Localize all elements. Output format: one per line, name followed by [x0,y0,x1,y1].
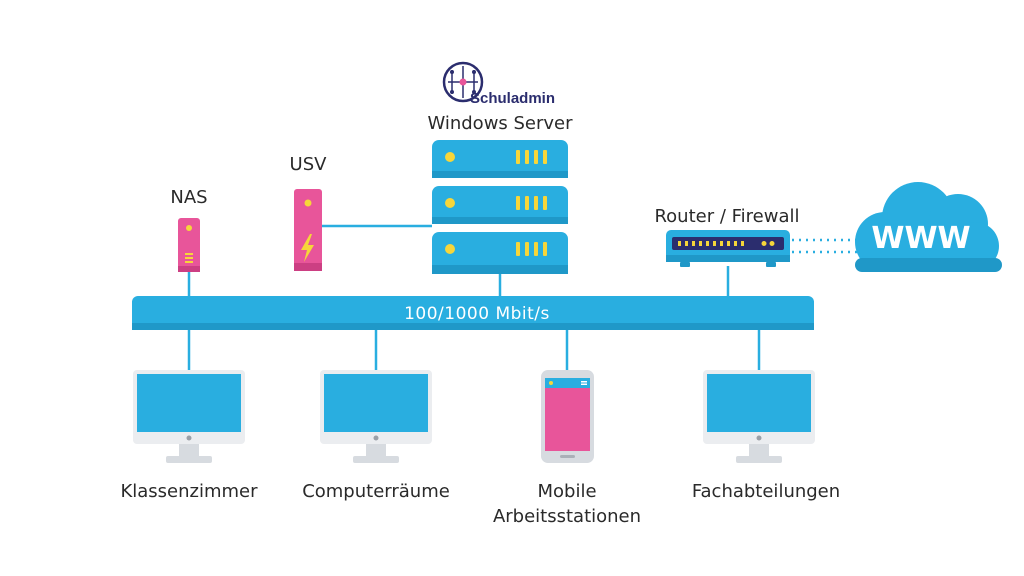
client-klassenzimmer: Klassenzimmer [120,370,258,502]
internet-label: WWW [871,221,970,256]
client-computerraeume: Computerräume [302,370,450,502]
client-label-line2: Arbeitsstationen [493,506,641,527]
logo-text: Schuladmin [470,90,555,107]
server-label: Windows Server [427,113,573,134]
client-fachabteilungen: Fachabteilungen [692,370,840,502]
router-label: Router / Firewall [654,206,799,227]
server-stack-icon [432,140,568,274]
internet-links [792,238,862,254]
client-label-line1: Mobile [537,481,596,502]
nas-icon [178,218,200,272]
circuit-logo-icon [442,61,484,103]
ups-icon [294,189,322,271]
monitor-icon [320,370,432,463]
connection-lines [187,224,761,370]
ups-label: USV [290,154,328,175]
client-label: Klassenzimmer [120,481,258,502]
nas-label: NAS [170,187,207,208]
cloud-icon [855,182,1002,272]
bus-label: 100/1000 Mbit/s [404,304,550,324]
client-label: Computerräume [302,481,450,502]
logo: Schuladmin [442,61,555,107]
tablet-icon [541,370,594,463]
monitor-icon [703,370,815,463]
network-bus [132,296,814,330]
router-icon [666,230,790,267]
client-label: Fachabteilungen [692,481,840,502]
client-mobile: Mobile Arbeitsstationen [493,370,641,527]
monitor-icon [133,370,245,463]
